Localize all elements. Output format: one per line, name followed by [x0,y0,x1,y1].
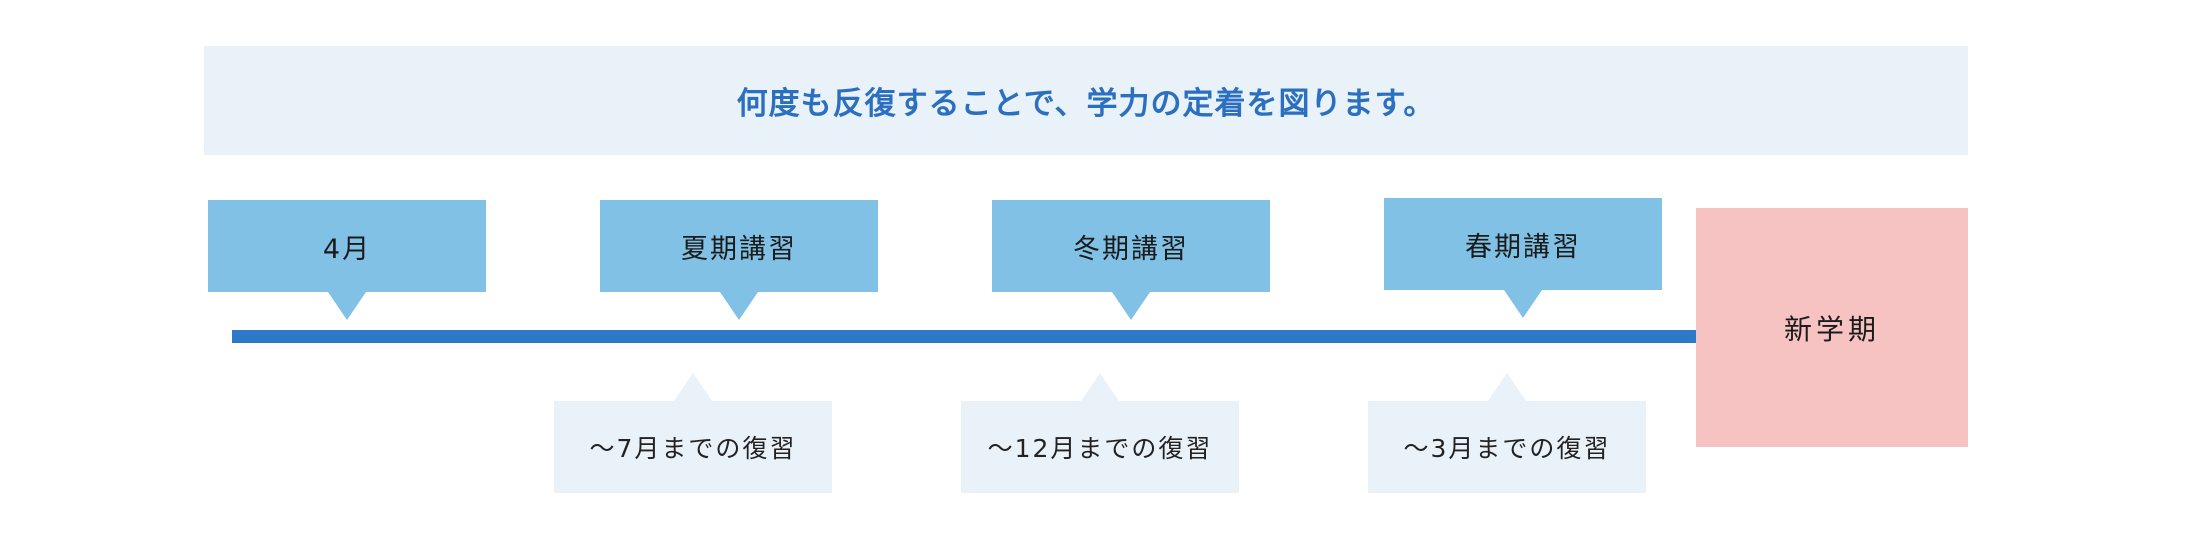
review-label: ～12月までの復習 [987,434,1213,463]
pointer-down-icon [328,292,366,320]
review-label: ～3月までの復習 [1403,434,1611,463]
review-until-july: ～7月までの復習 [554,373,832,493]
milestone-winter-course: 冬期講習 [992,200,1270,320]
milestone-label: 春期講習 [1465,231,1581,263]
pointer-up-icon [674,373,712,401]
milestone-label: 夏期講習 [681,233,797,265]
message-banner: 何度も反復することで、学力の定着を図ります。 [204,46,1968,155]
pointer-up-icon [1081,373,1119,401]
review-label: ～7月までの復習 [589,434,797,463]
pointer-down-icon [1112,292,1150,320]
milestone-label: 冬期講習 [1073,233,1189,265]
milestone-spring-course: 春期講習 [1384,198,1662,318]
new-term-box: 新学期 [1696,208,1968,447]
milestone-summer-course: 夏期講習 [600,200,878,320]
pointer-down-icon [1504,290,1542,318]
milestone-label: 4月 [322,233,372,265]
pointer-down-icon [720,292,758,320]
pointer-up-icon [1488,373,1526,401]
banner-text: 何度も反復することで、学力の定着を図ります。 [736,86,1436,122]
timeline-bar [232,330,1696,343]
review-until-march: ～3月までの復習 [1368,373,1646,493]
new-term-label: 新学期 [1783,312,1880,346]
milestone-april: 4月 [208,200,486,320]
review-until-december: ～12月までの復習 [961,373,1239,493]
